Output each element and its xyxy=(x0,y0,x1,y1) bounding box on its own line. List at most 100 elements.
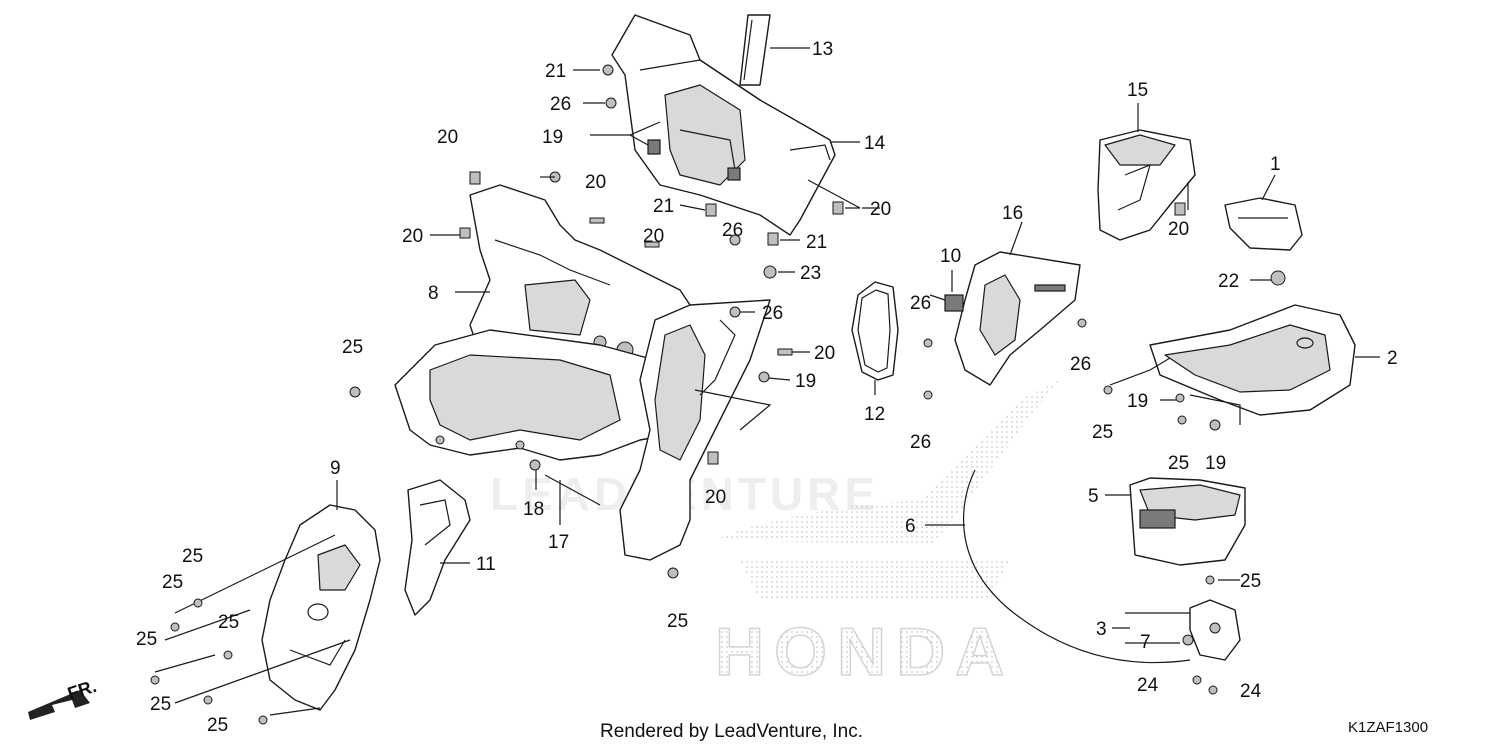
part-11-bracket xyxy=(404,479,471,616)
callout-25: 25 xyxy=(207,715,228,736)
callout-9: 9 xyxy=(330,458,341,479)
callout-20: 20 xyxy=(1168,219,1189,240)
callout-3: 3 xyxy=(1096,619,1107,640)
callout-24: 24 xyxy=(1240,681,1262,702)
callout-12: 12 xyxy=(864,404,885,425)
callout-25: 25 xyxy=(1240,571,1261,592)
part-14-upper-cover xyxy=(611,14,836,236)
callout-5: 5 xyxy=(1088,486,1099,507)
part-8-inner-panel xyxy=(469,184,701,376)
callout-26: 26 xyxy=(722,220,743,241)
callout-25: 25 xyxy=(150,694,171,715)
screw-icon xyxy=(258,715,268,725)
screw-icon xyxy=(1175,393,1185,403)
callout-19: 19 xyxy=(542,127,563,148)
part-13-strip xyxy=(739,14,771,86)
callout-20: 20 xyxy=(585,172,606,193)
screw-icon xyxy=(223,650,233,660)
callout-22: 22 xyxy=(1218,271,1239,292)
callout-8: 8 xyxy=(428,283,439,304)
screw-icon xyxy=(349,386,361,398)
callout-6: 6 xyxy=(905,516,916,537)
arrow-front-icon xyxy=(28,690,90,720)
callout-25: 25 xyxy=(162,572,183,593)
callout-26: 26 xyxy=(1070,354,1091,375)
callout-14: 14 xyxy=(864,133,886,154)
callout-21: 21 xyxy=(806,232,827,253)
callout-19: 19 xyxy=(1127,391,1148,412)
footer-credit: Rendered by LeadVenture, Inc. xyxy=(600,721,863,742)
screw-icon xyxy=(1208,685,1218,695)
part-16-side-panel xyxy=(954,251,1081,386)
clip-icon xyxy=(644,241,660,248)
callout-20: 20 xyxy=(705,487,726,508)
callout-26: 26 xyxy=(910,293,931,314)
screw-icon xyxy=(1205,575,1215,585)
part-17-rod xyxy=(544,474,601,506)
callout-25: 25 xyxy=(667,611,688,632)
clip-icon xyxy=(832,201,844,215)
clip-icon xyxy=(707,451,719,465)
screw-icon xyxy=(1103,385,1113,395)
callout-18: 18 xyxy=(523,499,544,520)
part-12-seal xyxy=(851,281,899,381)
callout-25: 25 xyxy=(218,612,239,633)
screw-icon xyxy=(1209,419,1221,431)
bolt-icon xyxy=(1270,270,1286,286)
callout-13: 13 xyxy=(812,39,833,60)
screw-icon xyxy=(150,675,160,685)
spring-icon xyxy=(1182,634,1194,646)
callout-21: 21 xyxy=(545,61,566,82)
callout-1: 1 xyxy=(1270,154,1281,175)
screw-icon xyxy=(602,64,614,76)
screw-icon xyxy=(170,622,180,632)
callout-26: 26 xyxy=(550,94,571,115)
callout-16: 16 xyxy=(1002,203,1023,224)
part-5-lock-housing xyxy=(1129,477,1246,566)
fasteners xyxy=(150,64,1286,725)
part-9-side-cover xyxy=(261,504,381,711)
front-label: FR. xyxy=(65,676,99,704)
watermark-wing-lower xyxy=(740,560,1010,600)
callout-25: 25 xyxy=(342,337,363,358)
watermark-brand: HONDA xyxy=(715,614,1014,690)
bolt-icon xyxy=(763,265,777,279)
screw-icon xyxy=(1192,675,1202,685)
leader-lines xyxy=(154,47,1380,716)
callout-7: 7 xyxy=(1140,632,1151,653)
clip-icon xyxy=(767,232,779,246)
screw-icon xyxy=(729,234,741,246)
screw-icon xyxy=(1077,318,1087,328)
screw-icon xyxy=(1177,415,1187,425)
callout-17: 17 xyxy=(548,532,569,553)
callout-23: 23 xyxy=(800,263,821,284)
spring-icon xyxy=(529,459,541,471)
part-1-lid xyxy=(1224,197,1303,251)
part-15-cover xyxy=(1097,129,1196,241)
watermark-wing xyxy=(715,380,1060,545)
callout-15: 15 xyxy=(1127,80,1148,101)
screw-icon xyxy=(193,598,203,608)
screw-icon xyxy=(923,338,933,348)
callout-20: 20 xyxy=(814,343,835,364)
clip-icon xyxy=(459,227,471,239)
clip-icon xyxy=(777,348,793,356)
callout-11: 11 xyxy=(476,554,496,575)
callout-26: 26 xyxy=(910,432,931,453)
callout-24: 24 xyxy=(1137,675,1159,696)
callouts: 13 21 26 14 20 19 20 21 20 20 20 26 21 2… xyxy=(136,39,1398,736)
clip-icon xyxy=(589,217,605,224)
screw-icon xyxy=(729,306,741,318)
screw-icon xyxy=(758,371,770,383)
screw-icon xyxy=(605,97,617,109)
callout-2: 2 xyxy=(1387,348,1398,369)
part-3-latch xyxy=(1189,599,1241,661)
callout-19: 19 xyxy=(795,371,816,392)
inner-box-panel xyxy=(394,329,696,461)
callout-25: 25 xyxy=(1092,422,1113,443)
callout-25: 25 xyxy=(182,546,203,567)
callout-20: 20 xyxy=(402,226,423,247)
callout-10: 10 xyxy=(940,246,961,267)
callout-26: 26 xyxy=(762,303,783,324)
